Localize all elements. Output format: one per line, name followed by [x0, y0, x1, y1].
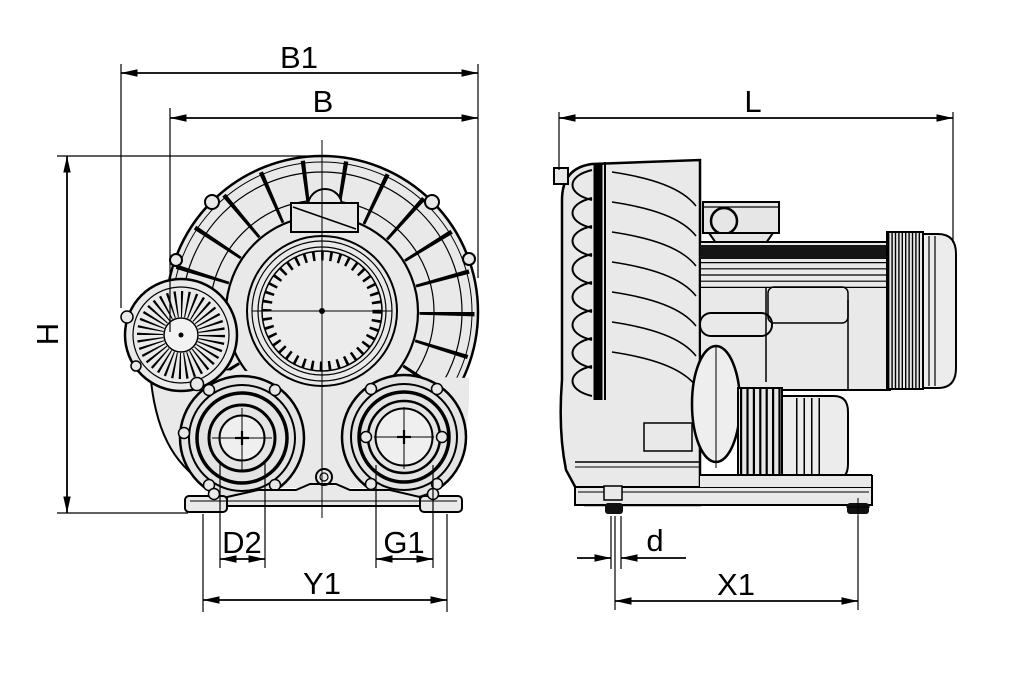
foot-left-side [605, 503, 623, 514]
base-lug [207, 487, 221, 501]
motor [699, 231, 957, 391]
dimension-label-b1: B1 [280, 40, 318, 75]
dimension-d2: D2 [219, 462, 266, 568]
dimension-label-d: d [646, 523, 663, 558]
port-bolt [268, 478, 282, 492]
dimension-label-h: H [30, 323, 65, 345]
foot-left [184, 495, 228, 513]
fan-cover [120, 277, 239, 393]
dimension-label-b: B [313, 84, 334, 119]
rim-lug [169, 253, 183, 267]
dimension-d: d [577, 516, 686, 569]
motor-end-bell [922, 233, 957, 389]
port-bolt [435, 430, 449, 444]
stud-block [603, 485, 623, 501]
port-bolt [364, 477, 378, 491]
dimension-g1: G1 [375, 465, 434, 568]
silencer [737, 387, 849, 484]
dimension-h: H [30, 155, 330, 514]
fan-cover-lug [189, 376, 205, 392]
shaft-housing [699, 312, 773, 337]
rim-lug [424, 194, 440, 210]
port-bolt [177, 426, 191, 440]
port-bolt [364, 382, 378, 396]
dimension-b: B [169, 84, 478, 332]
motor-band [700, 245, 888, 259]
port-bolt [202, 383, 216, 397]
port-bolt [430, 382, 444, 396]
base-side [574, 474, 873, 516]
dimension-label-x1: X1 [717, 567, 755, 602]
fan-cover-spokes [137, 291, 225, 379]
rim-lug [462, 252, 476, 266]
intake-duct [690, 344, 742, 468]
dimension-y1: Y1 [202, 514, 448, 612]
dimension-label-l: L [744, 84, 761, 119]
foot-right [419, 495, 463, 513]
drain-plug [315, 468, 333, 486]
dimension-label-g1: G1 [383, 525, 424, 560]
port-bolt [359, 430, 373, 444]
port-bolt [268, 383, 282, 397]
blower-housing-side [553, 158, 702, 507]
port-left [177, 374, 306, 502]
terminal-box [702, 201, 780, 244]
front-view [120, 140, 480, 518]
fan-cover-lug [120, 310, 134, 324]
side-view [553, 158, 957, 516]
fan-cover-lug [130, 360, 142, 372]
dimension-x1: X1 [614, 516, 859, 610]
dimension-label-y1: Y1 [303, 566, 341, 601]
housing-top-tab [553, 167, 569, 185]
rim-lug [204, 194, 220, 210]
port-right [340, 373, 468, 501]
housing-fins [169, 159, 475, 465]
dimension-label-d2: D2 [222, 525, 262, 560]
dimensions: B1 B H L D2 G1 [30, 40, 954, 612]
dimension-b1: B1 [120, 40, 479, 308]
dimension-l: L [558, 84, 954, 243]
